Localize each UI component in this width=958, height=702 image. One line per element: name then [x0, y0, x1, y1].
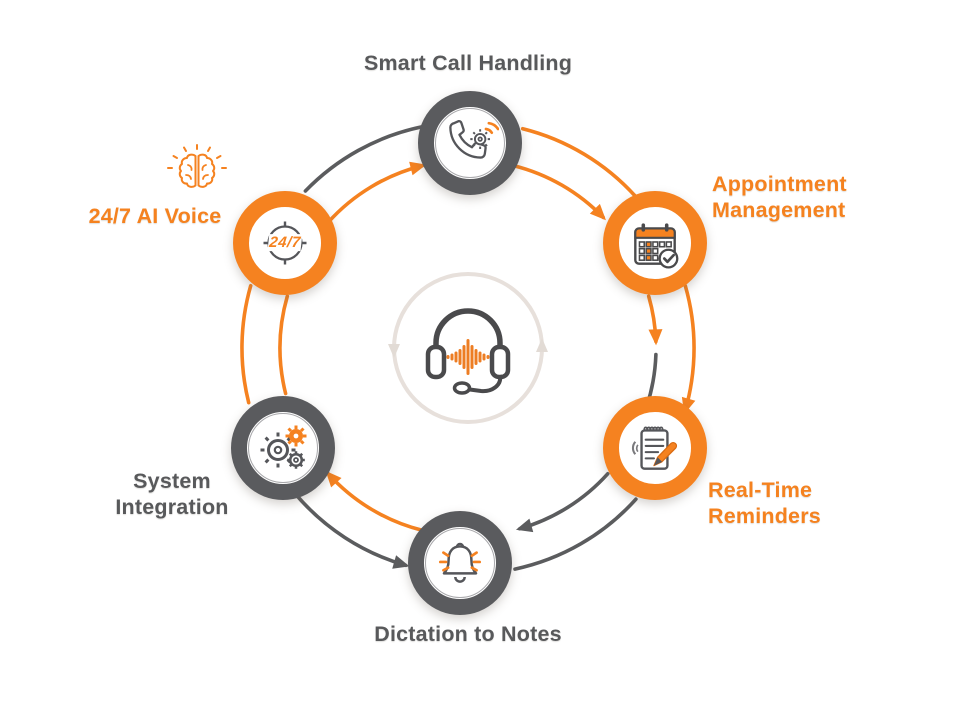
arc-voice-to-smart-inner-arrow	[326, 161, 427, 224]
node-dictation-to-notes	[408, 511, 512, 615]
center-emblem	[393, 273, 543, 423]
label-line: Real-Time	[708, 478, 813, 502]
arc-realtime-to-dictation-inner-arrow	[515, 472, 610, 533]
phone-gear-icon	[449, 119, 499, 159]
label-dictation-to-notes: Dictation to Notes	[374, 622, 562, 646]
node-smart-call-handling	[418, 91, 522, 195]
badge-24-7: 24/7	[267, 234, 303, 252]
headset-voice-icon	[425, 308, 511, 395]
label-system-integration: System Integration	[92, 468, 252, 520]
node-ai-voice-24-7: 24/7	[233, 191, 337, 295]
arc-smart-to-appt-inner-arrow	[511, 163, 606, 221]
bell-icon	[438, 542, 482, 583]
notepad-pencil-icon	[631, 426, 678, 470]
arc-voice-to-smart-outer	[303, 125, 423, 193]
arc-system-to-dictation-outer-arrow	[293, 491, 410, 569]
arc-smart-to-appt-outer	[520, 126, 638, 199]
node-real-time-reminders	[603, 396, 707, 500]
label-smart-call-handling: Smart Call Handling	[363, 51, 573, 75]
label-line: Appointment	[712, 172, 847, 196]
voice-waveform	[446, 339, 490, 375]
label-appointment-management: Appointment Management	[712, 171, 847, 223]
inner-ring	[425, 528, 495, 598]
node-appointment-management	[603, 191, 707, 295]
gears-icon	[260, 425, 307, 469]
inner-ring	[435, 108, 505, 178]
orange-gear	[285, 425, 307, 447]
arc-dictation-to-system-inner-arrow	[325, 470, 425, 533]
label-line: Reminders	[708, 504, 821, 528]
arc-appt-to-realtime-outer-arrow	[681, 283, 696, 415]
arc-system-to-voice-inner	[278, 294, 290, 396]
arc-realtime-to-dictation-outer	[513, 497, 638, 571]
arc-system-to-voice-outer	[240, 283, 253, 405]
arc-appt-to-realtime-inner-arrow	[646, 294, 663, 346]
brain-icon	[167, 144, 227, 188]
label-line: Integration	[115, 495, 229, 519]
label-real-time-reminders: Real-Time Reminders	[708, 477, 821, 529]
label-line: System	[133, 469, 211, 493]
label-24-7-ai-voice: 24/7 AI Voice	[88, 204, 222, 228]
inner-ring	[248, 413, 318, 483]
label-line: Management	[712, 198, 846, 222]
calendar-check-icon	[634, 223, 679, 269]
